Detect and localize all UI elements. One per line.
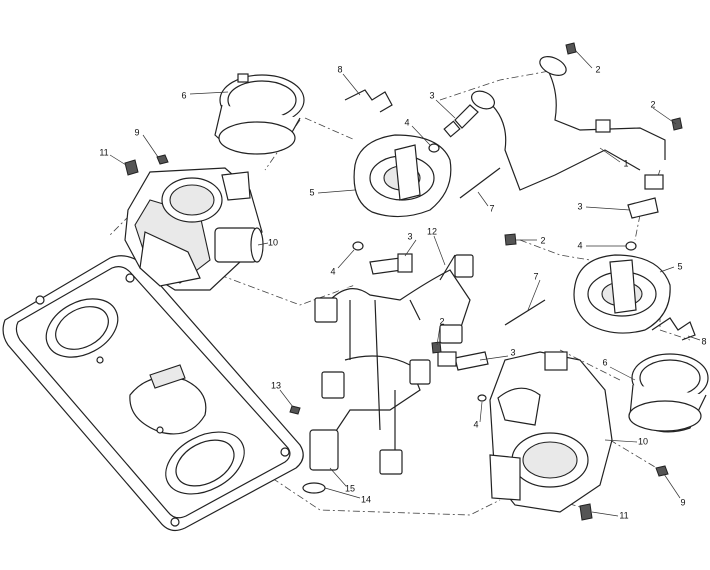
callout-c2b: 2 [650, 99, 655, 109]
callout-c4b: 4 [577, 240, 582, 250]
callout-c11b: 11 [619, 510, 628, 520]
fuel-rail [471, 56, 667, 193]
springs [344, 89, 696, 341]
callout-c8a: 8 [337, 64, 342, 74]
left-air-funnel [214, 73, 305, 155]
callout-c9a: 9 [134, 127, 139, 137]
callout-c15: 15 [345, 483, 355, 493]
callout-c6a: 6 [181, 90, 186, 100]
callout-c12: 12 [427, 226, 437, 236]
callout-c10a: 10 [268, 237, 278, 247]
wiring-harness [309, 254, 474, 475]
callout-c2a: 2 [595, 64, 600, 74]
callout-c1: 1 [623, 158, 628, 168]
callout-c5b: 5 [677, 261, 682, 271]
callout-c13: 13 [271, 380, 281, 390]
callout-c10b: 10 [638, 436, 648, 446]
callout-c7a: 7 [489, 203, 494, 213]
leader-lines [109, 49, 701, 517]
callout-c2d: 2 [439, 316, 444, 326]
callout-c8b: 8 [701, 336, 706, 346]
callout-c3a: 3 [429, 90, 434, 100]
callout-c7b: 7 [533, 271, 538, 281]
callout-c4c: 4 [330, 266, 335, 276]
callout-c3d: 3 [510, 347, 515, 357]
callout-c2c: 2 [540, 235, 545, 245]
callout-c4a: 4 [404, 117, 409, 127]
rods [459, 167, 546, 326]
callout-c14: 14 [361, 494, 371, 504]
callout-c4d: 4 [473, 419, 478, 429]
left-mount-ring [353, 134, 452, 218]
callout-c11a: 11 [99, 147, 108, 157]
callout-c6b: 6 [602, 357, 607, 367]
head-base-plate [2, 255, 304, 532]
right-air-funnel [628, 353, 709, 433]
callout-c9b: 9 [680, 497, 685, 507]
callout-c3c: 3 [407, 231, 412, 241]
callout-c5a: 5 [309, 187, 314, 197]
right-mount-ring [573, 254, 671, 334]
left-throttle-body [124, 167, 264, 291]
callout-c3b: 3 [577, 201, 582, 211]
right-throttle-body [489, 351, 613, 513]
fasteners [124, 42, 683, 521]
fuel-injectors [369, 104, 664, 371]
